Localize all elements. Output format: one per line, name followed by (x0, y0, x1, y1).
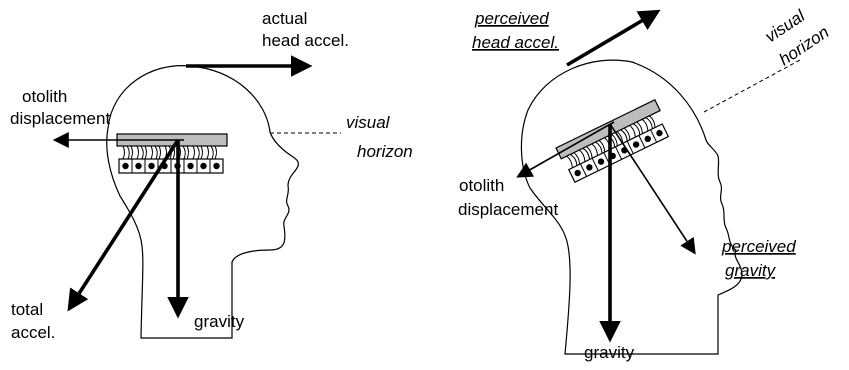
left-horizon-label: horizon (357, 142, 413, 161)
left-actual-label: actual (262, 9, 307, 28)
right-perceived-gravity-label-2: gravity (725, 261, 777, 280)
left-otolith-label: otolith (22, 87, 67, 106)
right-displacement-label: displacement (458, 200, 558, 219)
right-perceived-gravity-label-1: perceived (721, 237, 796, 256)
left-displacement-label: displacement (10, 109, 110, 128)
right-otolith-label: otolith (459, 176, 504, 195)
left-panel: actual head accel. otolith displacement … (10, 9, 413, 342)
right-perceived-head-accel-arrow (567, 13, 655, 65)
right-gravity-label: gravity (584, 343, 635, 362)
left-head-accel-label: head accel. (262, 31, 349, 50)
left-total-label: total (11, 300, 43, 319)
right-panel: perceived head accel. visual horizon oto… (458, 6, 832, 362)
left-visual-label: visual (346, 113, 391, 132)
right-perceived-label: perceived (474, 9, 549, 28)
left-gravity-label: gravity (194, 312, 245, 331)
left-head-outline (107, 66, 299, 338)
right-head-accel-label: head accel. (472, 33, 559, 52)
left-accel-label: accel. (11, 323, 55, 342)
